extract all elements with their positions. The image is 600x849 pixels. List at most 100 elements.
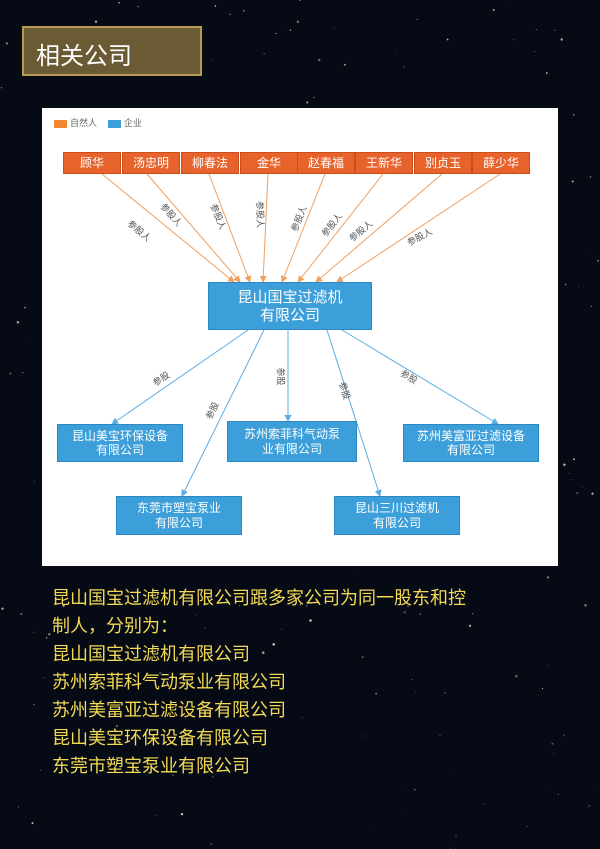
description-line-7: 东莞市塑宝泵业有限公司 bbox=[52, 756, 250, 777]
person-node-4[interactable]: 金华 bbox=[240, 152, 298, 174]
star bbox=[570, 479, 572, 480]
star bbox=[22, 372, 24, 374]
star bbox=[414, 691, 417, 693]
star bbox=[31, 822, 34, 825]
description-line-2: 制人，分别为： bbox=[52, 616, 178, 637]
star bbox=[261, 651, 265, 654]
star bbox=[29, 341, 31, 342]
star bbox=[545, 72, 548, 74]
star bbox=[411, 678, 413, 680]
description-line-1: 昆山国宝过滤机有限公司跟多家公司为同一股东和控 bbox=[52, 588, 466, 609]
star bbox=[242, 9, 245, 12]
star bbox=[180, 812, 184, 816]
company-name-line1: 昆山三川过滤机 bbox=[354, 501, 439, 516]
star bbox=[203, 627, 206, 630]
diagram-legend: 自然人 企业 bbox=[54, 116, 150, 130]
person-name: 王新华 bbox=[365, 155, 402, 170]
company-name-line2: 有限公司 bbox=[446, 443, 495, 457]
star bbox=[588, 804, 591, 808]
section-title: 相关公司 bbox=[36, 42, 132, 70]
person-node-6[interactable]: 王新华 bbox=[355, 152, 413, 174]
company-node-4[interactable]: 东莞市塑宝泵业 有限公司 bbox=[116, 496, 242, 535]
star bbox=[576, 491, 579, 495]
star bbox=[238, 605, 241, 607]
star bbox=[533, 50, 535, 52]
star bbox=[318, 58, 321, 62]
star bbox=[48, 633, 51, 636]
star bbox=[298, 0, 301, 1]
description-line-5: 苏州美富亚过滤设备有限公司 bbox=[52, 700, 286, 721]
person-node-5[interactable]: 赵春福 bbox=[297, 152, 355, 174]
diagram-edges bbox=[101, 173, 501, 497]
star bbox=[472, 613, 474, 615]
star bbox=[203, 28, 204, 30]
star bbox=[402, 65, 405, 68]
person-node-7[interactable]: 别贞玉 bbox=[414, 152, 472, 174]
company-node-2[interactable]: 苏州索菲科气动泵 业有限公司 bbox=[227, 421, 357, 462]
star bbox=[296, 20, 300, 23]
company-node-5[interactable]: 昆山三川过滤机 有限公司 bbox=[334, 496, 460, 535]
edge-person-5 bbox=[280, 173, 326, 283]
star bbox=[563, 734, 566, 737]
person-node-1[interactable]: 顾华 bbox=[63, 152, 121, 174]
star bbox=[166, 623, 167, 625]
person-node-3[interactable]: 柳春法 bbox=[181, 152, 239, 174]
star bbox=[194, 615, 196, 616]
star bbox=[547, 664, 550, 666]
person-node-8[interactable]: 薛少华 bbox=[472, 152, 530, 174]
person-node-2[interactable]: 汤忠明 bbox=[122, 152, 180, 174]
edge-company-4 bbox=[181, 329, 265, 497]
star bbox=[16, 320, 20, 324]
person-name: 金华 bbox=[256, 155, 281, 170]
edge-person-4 bbox=[259, 173, 269, 283]
star bbox=[137, 5, 139, 8]
company-edges bbox=[111, 329, 499, 497]
star bbox=[45, 637, 48, 639]
star bbox=[309, 619, 312, 622]
center-company-node[interactable]: 昆山国宝过滤机 有限公司 bbox=[208, 282, 372, 330]
star bbox=[573, 458, 575, 461]
edge-person-3 bbox=[208, 173, 252, 283]
star bbox=[557, 793, 559, 796]
star bbox=[305, 604, 308, 607]
star bbox=[450, 847, 452, 849]
edge-person-1 bbox=[101, 173, 235, 283]
star bbox=[9, 372, 12, 375]
star bbox=[212, 776, 214, 778]
star bbox=[439, 735, 441, 736]
star bbox=[455, 835, 457, 837]
star bbox=[582, 487, 584, 489]
star bbox=[547, 576, 550, 579]
star bbox=[553, 752, 555, 754]
description-line-6: 昆山美宝环保设备有限公司 bbox=[52, 728, 268, 749]
company-node-1[interactable]: 昆山美宝环保设备 有限公司 bbox=[57, 424, 183, 462]
center-company-line1: 昆山国宝过滤机 bbox=[237, 288, 343, 306]
company-name-line1: 苏州索菲科气动泵 bbox=[243, 427, 340, 442]
star bbox=[361, 656, 364, 658]
star bbox=[526, 826, 528, 828]
star bbox=[416, 18, 418, 21]
star bbox=[591, 492, 594, 495]
center-company-line2: 有限公司 bbox=[259, 306, 320, 324]
star bbox=[214, 5, 217, 7]
star bbox=[1, 607, 4, 610]
star bbox=[513, 38, 515, 41]
star bbox=[220, 747, 222, 748]
star bbox=[301, 717, 303, 719]
star bbox=[203, 53, 205, 55]
person-name: 赵春福 bbox=[307, 155, 344, 170]
edge-label-company-2: 参股 bbox=[274, 367, 285, 386]
star bbox=[333, 27, 335, 29]
description-text: 昆山国宝过滤机有限公司跟多家公司为同一股东和控 制人，分别为： 昆山国宝过滤机有… bbox=[52, 585, 552, 781]
star bbox=[33, 704, 35, 706]
person-name: 顾华 bbox=[79, 155, 104, 170]
star bbox=[492, 8, 495, 11]
star bbox=[406, 605, 409, 608]
star bbox=[33, 631, 34, 633]
company-node-3[interactable]: 苏州美富亚过滤设备 有限公司 bbox=[403, 424, 539, 462]
star bbox=[589, 176, 592, 178]
legend-swatch-company bbox=[107, 119, 121, 128]
person-name: 薛少华 bbox=[482, 155, 519, 170]
star bbox=[5, 42, 8, 45]
star bbox=[196, 686, 199, 688]
